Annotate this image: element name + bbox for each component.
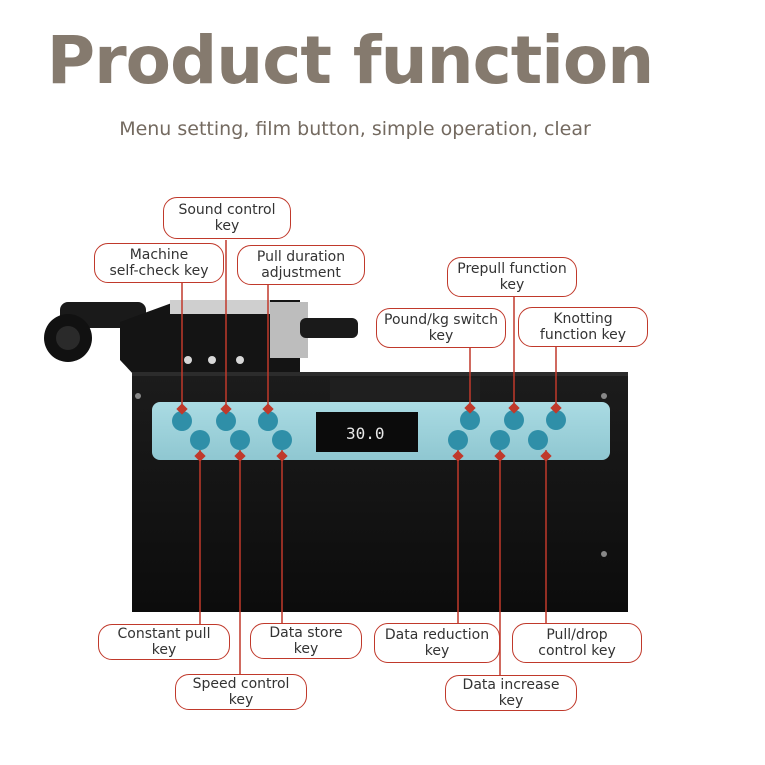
data-increase-button[interactable] xyxy=(490,430,510,450)
pull-duration-button[interactable] xyxy=(258,411,278,431)
prepull-button[interactable] xyxy=(504,410,524,430)
callout-knotting: Knotting function key xyxy=(518,307,648,347)
callout-prepull: Prepull function key xyxy=(447,257,577,297)
pull-drop-button[interactable] xyxy=(528,430,548,450)
data-reduction-button[interactable] xyxy=(448,430,468,450)
pound-kg-button[interactable] xyxy=(460,410,480,430)
callout-dots xyxy=(176,402,562,462)
constant-pull-button[interactable] xyxy=(190,430,210,450)
callout-speed-control: Speed control key xyxy=(175,674,307,710)
callout-pull-drop: Pull/drop control key xyxy=(512,623,642,663)
panel-buttons xyxy=(172,410,566,450)
speed-control-button[interactable] xyxy=(230,430,250,450)
callout-pull-duration: Pull duration adjustment xyxy=(237,245,365,285)
callout-data-increase: Data increase key xyxy=(445,675,577,711)
callout-constant-pull: Constant pull key xyxy=(98,624,230,660)
callout-sound-control: Sound control key xyxy=(163,197,291,239)
self-check-button[interactable] xyxy=(172,411,192,431)
leader-lines xyxy=(181,240,557,676)
sound-control-button[interactable] xyxy=(216,411,236,431)
knotting-button[interactable] xyxy=(546,410,566,430)
callout-pound-kg: Pound/kg switch key xyxy=(376,308,506,348)
page-title: Product function xyxy=(46,22,654,99)
callout-self-check: Machine self-check key xyxy=(94,243,224,283)
data-store-button[interactable] xyxy=(272,430,292,450)
page-subtitle: Menu setting, film button, simple operat… xyxy=(119,118,591,140)
callout-data-store: Data store key xyxy=(250,623,362,659)
callout-data-reduction: Data reduction key xyxy=(374,623,500,663)
display-reading: 30.0 xyxy=(346,424,385,443)
